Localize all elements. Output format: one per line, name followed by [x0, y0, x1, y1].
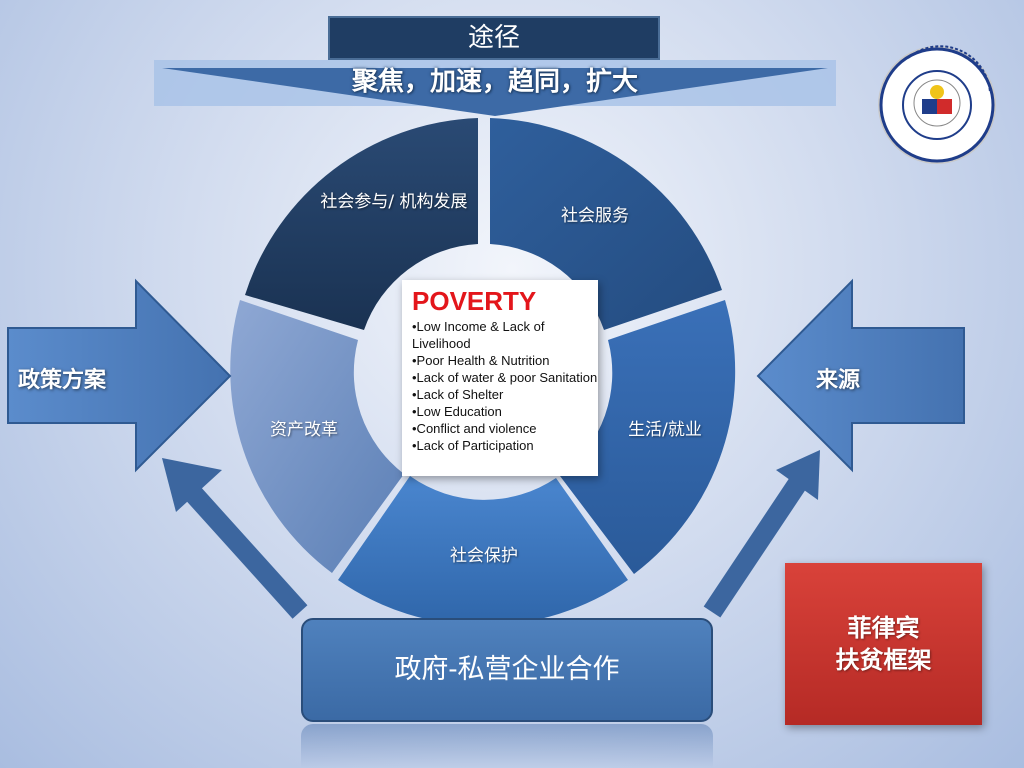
poverty-box: POVERTY •Low Income & Lack of Livelihood… — [402, 280, 598, 476]
cycle-ring — [230, 118, 736, 626]
funnel-shape — [162, 68, 828, 116]
poverty-list: •Low Income & Lack of Livelihood •Poor H… — [412, 318, 598, 454]
commission-seal — [878, 45, 996, 164]
segment-asset-reform — [230, 300, 404, 573]
diagonal-arrow-right — [703, 450, 820, 618]
framework-line2: 扶贫框架 — [835, 646, 932, 674]
framework-line1: 菲律宾 — [847, 614, 920, 642]
segment-label-social-participation: 社会参与/ 机构发展 — [320, 192, 468, 212]
left-arrow-shape — [7, 278, 232, 473]
page-title: 途径 — [328, 16, 660, 60]
diagonal-arrow-left — [162, 458, 308, 619]
poverty-title: POVERTY — [412, 286, 537, 316]
left-arrow-label: 政策方案 — [18, 368, 107, 393]
segment-social-protection — [338, 476, 628, 626]
segment-social-participation — [245, 118, 478, 330]
page-subtitle: 聚焦，加速，趋同，扩大 — [351, 67, 638, 97]
framework-box: 菲律宾 扶贫框架 — [785, 563, 982, 725]
poverty-item: •Poor Health & Nutrition — [412, 353, 550, 368]
poverty-item: •Low Education — [412, 404, 502, 419]
right-arrow-label: 来源 — [816, 368, 861, 393]
poverty-item: •Conflict and violence — [412, 421, 537, 436]
segment-label-social-protection: 社会保护 — [450, 546, 518, 566]
poverty-item: •Lack of Participation — [412, 438, 534, 453]
segment-label-asset-reform: 资产改革 — [270, 420, 338, 440]
partnership-box: 政府-私营企业合作 — [301, 618, 713, 722]
partnership-reflection — [301, 724, 713, 768]
segment-label-social-services: 社会服务 — [561, 206, 629, 226]
poverty-item: •Lack of water & poor Sanitation — [412, 370, 598, 385]
poverty-item: •Lack of Shelter — [412, 387, 504, 402]
right-arrow-shape — [756, 278, 965, 473]
poverty-item: •Low Income & Lack of Livelihood — [412, 319, 545, 351]
segment-livelihood — [560, 300, 736, 574]
segment-label-livelihood: 生活/就业 — [628, 420, 702, 440]
segment-social-services — [490, 118, 722, 330]
